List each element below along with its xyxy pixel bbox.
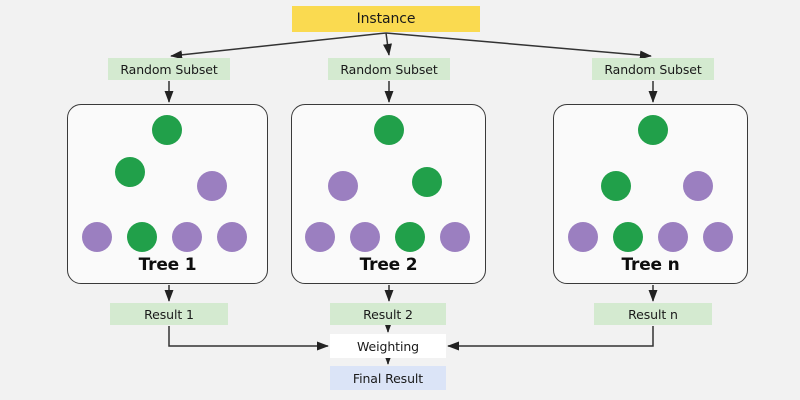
result-box-1[interactable]: Result 1 — [110, 303, 228, 325]
tree-node-green[interactable] — [601, 171, 631, 201]
tree-node-purple[interactable] — [658, 222, 688, 252]
tree-node-purple[interactable] — [440, 222, 470, 252]
result-label-2: Result 2 — [363, 306, 413, 322]
weighting-box[interactable]: Weighting — [330, 334, 446, 358]
result-label-1: Result 1 — [144, 306, 194, 322]
flow-connector — [170, 32, 387, 60]
flow-connector — [385, 32, 652, 60]
tree-node-purple[interactable] — [172, 222, 202, 252]
tree-node-green[interactable] — [115, 157, 145, 187]
random-subset-label-2: Random Subset — [340, 61, 438, 77]
tree-node-purple[interactable] — [350, 222, 380, 252]
instance-label: Instance — [356, 11, 416, 27]
result-box-3[interactable]: Result n — [594, 303, 712, 325]
tree-node-green[interactable] — [638, 115, 668, 145]
tree-node-purple[interactable] — [703, 222, 733, 252]
tree-card-3[interactable]: Tree n — [553, 104, 748, 284]
tree-node-purple[interactable] — [328, 171, 358, 201]
tree-node-purple[interactable] — [568, 222, 598, 252]
result-label-3: Result n — [628, 306, 678, 322]
tree-node-purple[interactable] — [217, 222, 247, 252]
tree-label-3: Tree n — [621, 255, 680, 275]
random-subset-label-1: Random Subset — [120, 61, 218, 77]
tree-node-purple[interactable] — [683, 171, 713, 201]
flow-connector — [383, 32, 392, 56]
tree-node-green[interactable] — [152, 115, 182, 145]
tree-node-purple[interactable] — [82, 222, 112, 252]
final-result-box[interactable]: Final Result — [330, 366, 446, 390]
tree-node-green[interactable] — [613, 222, 643, 252]
instance-box[interactable]: Instance — [292, 6, 480, 32]
random-subset-box-3[interactable]: Random Subset — [592, 58, 714, 80]
flow-connector — [168, 326, 329, 351]
tree-node-purple[interactable] — [305, 222, 335, 252]
tree-node-green[interactable] — [395, 222, 425, 252]
tree-node-green[interactable] — [412, 167, 442, 197]
tree-node-green[interactable] — [127, 222, 157, 252]
random-subset-label-3: Random Subset — [604, 61, 702, 77]
final-result-label: Final Result — [352, 370, 424, 386]
tree-node-green[interactable] — [374, 115, 404, 145]
random-subset-box-1[interactable]: Random Subset — [108, 58, 230, 80]
tree-label-2: Tree 2 — [359, 255, 418, 275]
tree-label-1: Tree 1 — [138, 255, 197, 275]
random-subset-box-2[interactable]: Random Subset — [328, 58, 450, 80]
flow-connector — [447, 326, 654, 351]
result-box-2[interactable]: Result 2 — [330, 303, 446, 325]
weighting-label: Weighting — [357, 338, 419, 354]
tree-node-purple[interactable] — [197, 171, 227, 201]
